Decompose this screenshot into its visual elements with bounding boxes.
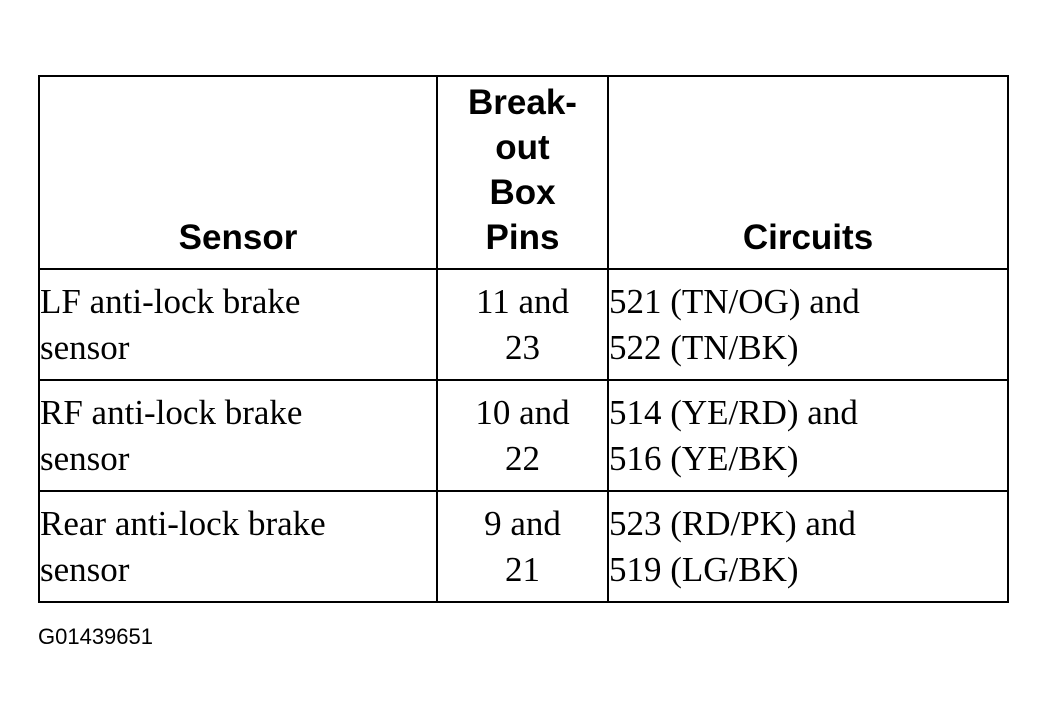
header-pins-line: Box [489, 173, 556, 212]
cell-line: 516 (YE/BK) [609, 438, 799, 478]
cell-line: RF anti-lock brake [40, 392, 303, 432]
cell-line: Rear anti-lock brake [40, 503, 326, 543]
cell-sensor: Rear anti-lock brake sensor [38, 490, 438, 603]
cell-line: 514 (YE/RD) and [609, 392, 858, 432]
cell-line: 9 and [484, 503, 561, 543]
cell-line: 522 (TN/BK) [609, 327, 799, 367]
cell-line: sensor [40, 438, 130, 478]
cell-line: 23 [505, 327, 540, 367]
cell-line: 11 and [476, 281, 569, 321]
cell-line: 21 [505, 549, 540, 589]
cell-line: sensor [40, 327, 130, 367]
cell-line: 521 (TN/OG) and [609, 281, 860, 321]
cell-circuits: 523 (RD/PK) and 519 (LG/BK) [607, 490, 1009, 603]
cell-line: sensor [40, 549, 130, 589]
cell-line: 22 [505, 438, 540, 478]
header-pins-line: Pins [485, 218, 560, 257]
header-breakout-box-pins: Break- out Box Pins [436, 75, 609, 270]
figure-id-label: G01439651 [38, 624, 153, 649]
header-circuits: Circuits [607, 75, 1009, 270]
sensor-pin-table: Sensor Break- out Box Pins Circuits LF a… [38, 75, 1009, 603]
cell-sensor: LF anti-lock brake sensor [38, 268, 438, 381]
cell-pins: 11 and 23 [436, 268, 609, 381]
cell-line: 519 (LG/BK) [609, 549, 799, 589]
table-row: LF anti-lock brake sensor 11 and 23 521 … [38, 268, 1009, 381]
cell-sensor: RF anti-lock brake sensor [38, 379, 438, 492]
table-row: Rear anti-lock brake sensor 9 and 21 523… [38, 490, 1009, 603]
header-sensor: Sensor [38, 75, 438, 270]
cell-pins: 10 and 22 [436, 379, 609, 492]
cell-line: LF anti-lock brake [40, 281, 301, 321]
cell-line: 10 and [475, 392, 570, 432]
cell-circuits: 521 (TN/OG) and 522 (TN/BK) [607, 268, 1009, 381]
header-pins-line: Break- [468, 83, 577, 122]
cell-line: 523 (RD/PK) and [609, 503, 856, 543]
header-pins-line: out [495, 128, 550, 167]
table-header-row: Sensor Break- out Box Pins Circuits [38, 75, 1009, 270]
cell-circuits: 514 (YE/RD) and 516 (YE/BK) [607, 379, 1009, 492]
cell-pins: 9 and 21 [436, 490, 609, 603]
table-row: RF anti-lock brake sensor 10 and 22 514 … [38, 379, 1009, 492]
